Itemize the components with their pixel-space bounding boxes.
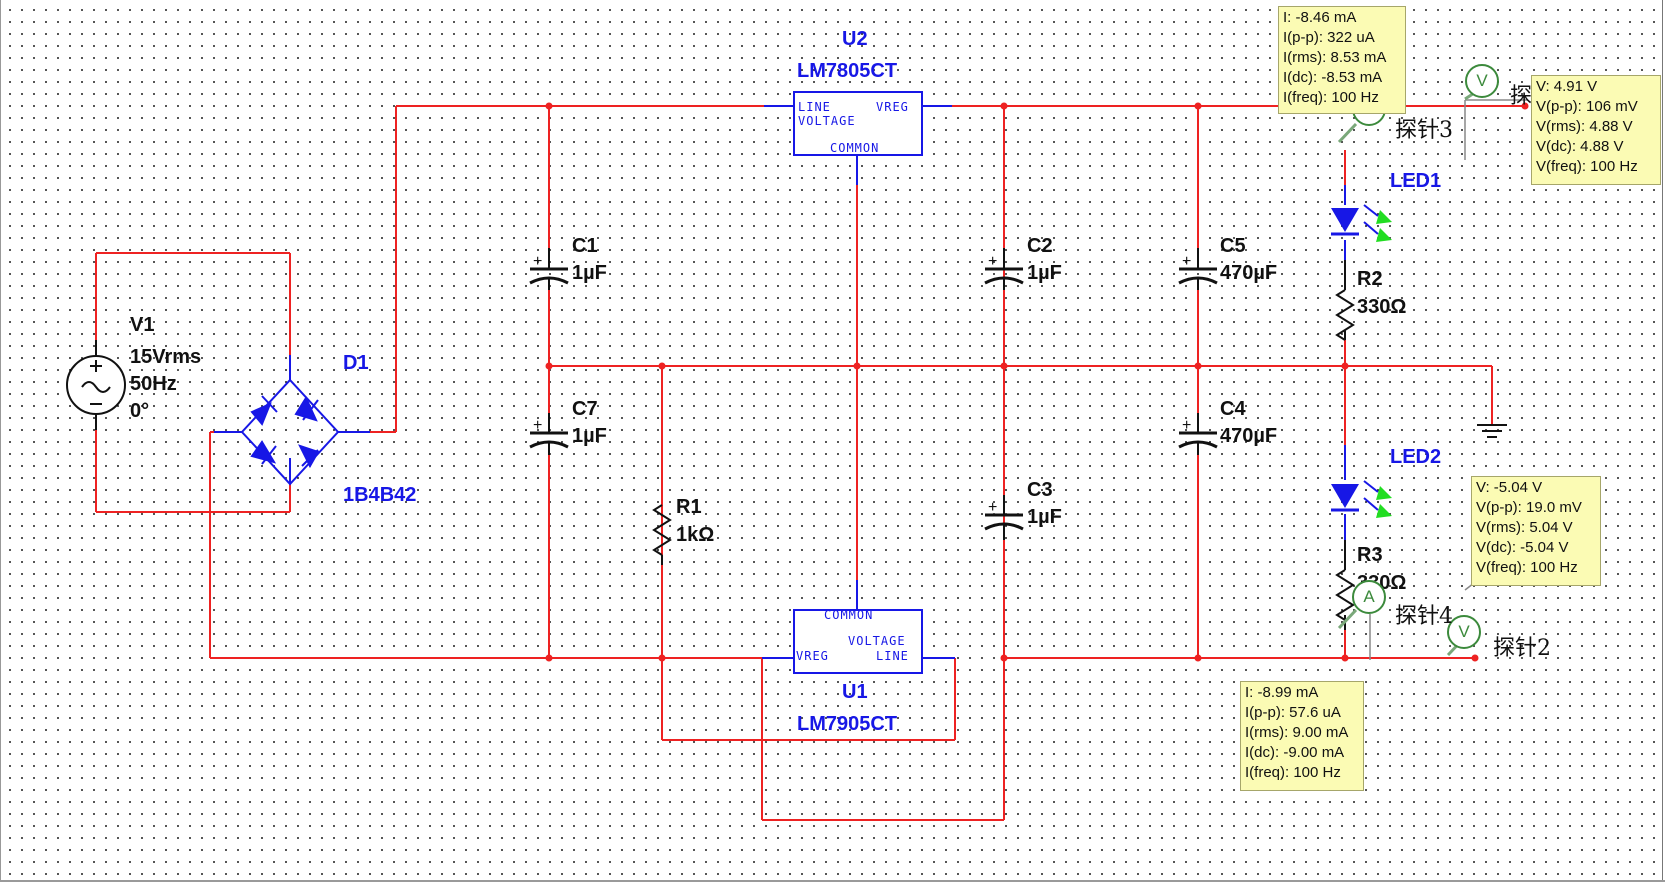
wires [95,105,1525,821]
r2-value: 330Ω [1357,296,1407,318]
d1-model: 1B4B42 [343,484,417,506]
svg-text:+: + [1182,417,1191,434]
v1-phase: 0° [130,400,150,422]
led1-symbol[interactable] [1331,204,1392,242]
led2-ref: LED2 [1390,446,1442,468]
probe2-vdc: V(dc): -5.04 V [1476,539,1569,556]
svg-text:+: + [1182,253,1191,270]
probe2-label: 探针2 [1493,636,1551,661]
svg-text:+: + [533,417,542,434]
r1-value: 1kΩ [676,524,715,546]
c7-value: 1µF [572,425,607,447]
svg-text:+: + [533,253,542,270]
probe4-ipp: I(p-p): 57.6 uA [1245,704,1341,721]
resistor-symbols [652,260,1355,630]
probe3-current-readout[interactable]: I: -8.46 mA I(p-p): 322 uA I(rms): 8.53 … [1278,6,1406,114]
probe2-voltmeter-icon[interactable]: V [1447,615,1481,649]
probe3-current-label: 探针3 [1395,118,1453,143]
c3-value: 1µF [1027,506,1062,528]
u1-pin-vreg: VREG [796,649,829,663]
probe2-vrms: V(rms): 5.04 V [1476,519,1573,536]
probe4-irms: I(rms): 9.00 mA [1245,724,1349,741]
canvas-left-border [0,0,1,882]
probe2-vpp: V(p-p): 19.0 mV [1476,499,1582,516]
probe3-idc: I(dc): -8.53 mA [1283,69,1383,86]
r3-ref: R3 [1357,544,1383,566]
u1-regulator-body[interactable] [793,609,923,674]
c3-ref: C3 [1027,479,1053,501]
ground-symbol [1477,424,1507,438]
svg-text:+: + [988,499,997,516]
c4-value: 470µF [1220,425,1278,447]
probe3-voltmeter-icon[interactable]: V [1465,64,1499,98]
v1-frequency: 50Hz [130,373,177,395]
probe2-v: V: -5.04 V [1476,479,1543,496]
probe4-current-readout[interactable]: I: -8.99 mA I(p-p): 57.6 uA I(rms): 9.00… [1240,681,1364,791]
c2-ref: C2 [1027,235,1053,257]
capacitor-plus-signs: + + + + + + [533,253,1191,516]
c2-value: 1µF [1027,262,1062,284]
u2-pin-common: COMMON [830,141,880,155]
probe3-vfreq: V(freq): 100 Hz [1536,158,1638,175]
probe3-irms: I(rms): 8.53 mA [1283,49,1387,66]
u2-ref: U2 [842,28,868,50]
u2-pin-line: LINE [798,100,831,114]
u2-regulator-body[interactable] [793,91,923,156]
u2-pin-voltage: VOLTAGE [798,114,856,128]
probe3-voltage-readout[interactable]: V: 4.91 V V(p-p): 106 mV V(rms): 4.88 V … [1531,75,1661,185]
d1-bridge-symbol[interactable] [240,378,340,486]
probe4-ammeter-icon[interactable]: A [1352,580,1386,614]
d1-ref: D1 [343,352,369,374]
c7-ref: C7 [572,398,598,420]
probe3-v: V: 4.91 V [1536,78,1598,95]
v1-ref: V1 [130,314,155,336]
probe3-voltage-label: 探针3 [1510,84,1532,109]
svg-text:+: + [988,253,997,270]
probe3-vdc: V(dc): 4.88 V [1536,138,1624,155]
c1-value: 1µF [572,262,607,284]
canvas-right-border [1662,0,1663,882]
probe3-i: I: -8.46 mA [1283,9,1357,26]
probe4-label: 探针4 [1395,604,1453,629]
c5-value: 470µF [1220,262,1278,284]
u1-pin-common: COMMON [824,608,874,622]
probe4-ifreq: I(freq): 100 Hz [1245,764,1341,781]
c1-ref: C1 [572,235,598,257]
probe2-voltage-readout[interactable]: V: -5.04 V V(p-p): 19.0 mV V(rms): 5.04 … [1471,476,1601,586]
u1-model: LM7905CT [797,713,898,735]
probe4-i: I: -8.99 mA [1245,684,1319,701]
probe3-ipp: I(p-p): 322 uA [1283,29,1375,46]
u1-pin-voltage: VOLTAGE [848,634,906,648]
v1-voltage: 15Vrms [130,346,202,368]
probe2-vfreq: V(freq): 100 Hz [1476,559,1578,576]
v1-source-symbol[interactable] [66,340,126,430]
probe3-vpp: V(p-p): 106 mV [1536,98,1638,115]
c4-ref: C4 [1220,398,1246,420]
u1-pin-line: LINE [876,649,909,663]
u2-model: LM7805CT [797,60,898,82]
u2-pin-vreg: VREG [876,100,909,114]
canvas-bottom-border [0,880,1665,882]
led1-ref: LED1 [1390,170,1442,192]
led2-symbol[interactable] [1331,480,1392,518]
probe3-vrms: V(rms): 4.88 V [1536,118,1633,135]
probe4-idc: I(dc): -9.00 mA [1245,744,1345,761]
r2-ref: R2 [1357,268,1383,290]
r1-ref: R1 [676,496,702,518]
c5-ref: C5 [1220,235,1246,257]
probe3-ifreq: I(freq): 100 Hz [1283,89,1379,106]
u1-ref: U1 [842,681,868,703]
capacitor-symbols [529,267,1218,531]
